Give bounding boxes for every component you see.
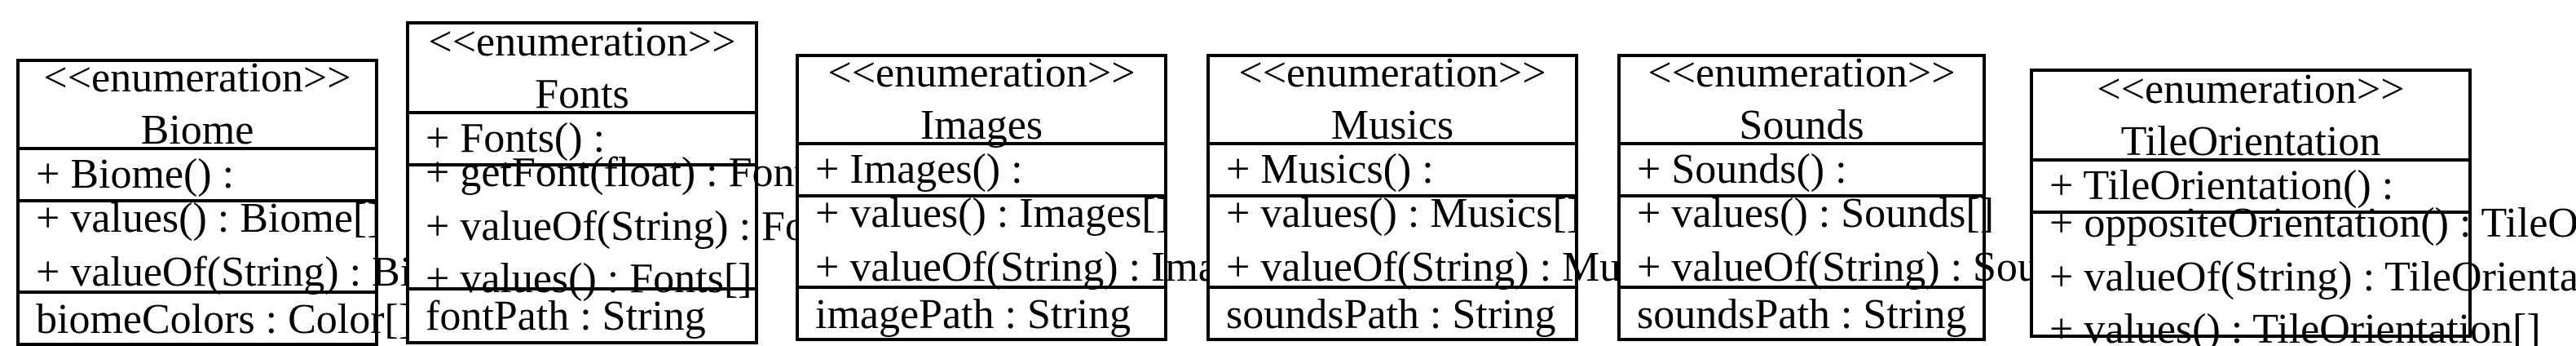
method-item: + values() : Musics[] — [1226, 189, 1581, 237]
constructor-item: + Fonts() : — [426, 113, 606, 162]
method-item: + values() : Biome[] — [36, 194, 382, 242]
method-item: + values() : Sounds[] — [1637, 189, 1995, 237]
stereotype-label: <<enumeration>> — [43, 54, 351, 102]
class-header-sounds: <<enumeration>> Sounds — [1621, 50, 1983, 149]
method-item: + values() : TileOrientation[] — [2049, 305, 2541, 346]
method-compartment-biome: + values() : Biome[] + valueOf(String) :… — [20, 195, 485, 295]
constructor-compartment-sounds: + Sounds() : — [1621, 144, 1983, 197]
method-item: + oppositeOrientation() : TileOrientatio… — [2049, 198, 2576, 246]
method-compartment-tileorientation: + oppositeOrientation() : TileOrientatio… — [2033, 199, 2576, 346]
constructor-item: + Biome() : — [36, 149, 235, 197]
uml-class-biome[interactable]: <<enumeration>> Biome + Biome() : + valu… — [16, 55, 485, 346]
constructor-compartment-musics: + Musics() : — [1210, 144, 1575, 197]
class-header-tileorientation: <<enumeration>> TileOrientation — [2033, 65, 2468, 164]
uml-class-sounds[interactable]: <<enumeration>> Sounds + Sounds() : + va… — [1617, 50, 2097, 343]
stereotype-label: <<enumeration>> — [2097, 64, 2405, 113]
method-item: + valueOf(String) : TileOrientation — [2049, 252, 2576, 300]
method-item: + valueOf(String) : Sounds — [1637, 243, 2098, 291]
constructor-item: + Musics() : — [1226, 144, 1434, 193]
class-name-label: Fonts — [535, 69, 629, 117]
constructor-compartment-biome: + Biome() : — [20, 149, 375, 202]
field-compartment-sounds: soundsPath : String — [1621, 289, 1983, 343]
constructor-compartment-fonts: + Fonts() : — [409, 113, 755, 166]
constructor-item: + TileOrientation() : — [2049, 161, 2394, 209]
uml-class-fonts[interactable]: <<enumeration>> Fonts + Fonts() : + getF… — [406, 18, 856, 344]
class-header-fonts: <<enumeration>> Fonts — [409, 18, 755, 117]
method-compartment-images: + values() : Images[] + valueOf(String) … — [799, 190, 1273, 291]
class-name-label: Images — [920, 101, 1043, 149]
field-item: soundsPath : String — [1226, 291, 1556, 338]
constructor-compartment-tileorientation: + TileOrientation() : — [2033, 161, 2468, 214]
method-item: + values() : Fonts[] — [426, 255, 752, 303]
constructor-item: + Sounds() : — [1637, 144, 1847, 193]
class-name-label: Biome — [140, 106, 254, 153]
class-name-label: TileOrientation — [2120, 117, 2381, 164]
field-compartment-musics: soundsPath : String — [1210, 289, 1575, 343]
class-name-label: Sounds — [1739, 101, 1864, 149]
field-item: soundsPath : String — [1637, 291, 1967, 338]
method-item: + valueOf(String) : Images — [815, 243, 1274, 291]
field-item: imagePath : String — [815, 291, 1131, 338]
field-item: fontPath : String — [426, 292, 706, 339]
class-header-images: <<enumeration>> Images — [799, 50, 1164, 149]
class-header-biome: <<enumeration>> Biome — [20, 55, 375, 153]
class-header-musics: <<enumeration>> Musics — [1210, 50, 1575, 149]
constructor-compartment-images: + Images() : — [799, 144, 1164, 197]
field-item: biomeColors : Color[] — [36, 295, 413, 343]
constructor-item: + Images() : — [815, 144, 1023, 193]
method-compartment-fonts: + getFont(float) : Font + valueOf(String… — [409, 149, 856, 303]
uml-class-images[interactable]: <<enumeration>> Images + Images() : + va… — [796, 50, 1273, 343]
field-compartment-images: imagePath : String — [799, 289, 1164, 343]
stereotype-label: <<enumeration>> — [1238, 49, 1546, 97]
uml-class-tileorientation[interactable]: <<enumeration>> TileOrientation + TileOr… — [2030, 65, 2576, 346]
method-item: + valueOf(String) : Musics — [1226, 243, 1685, 291]
method-item: + values() : Images[] — [815, 189, 1171, 237]
stereotype-label: <<enumeration>> — [428, 17, 736, 65]
stereotype-label: <<enumeration>> — [827, 49, 1136, 97]
class-name-label: Musics — [1330, 101, 1454, 149]
method-item: + getFont(float) : Font — [426, 148, 806, 196]
uml-class-musics[interactable]: <<enumeration>> Musics + Musics() : + va… — [1206, 50, 1684, 343]
method-compartment-sounds: + values() : Sounds[] + valueOf(String) … — [1621, 190, 2097, 291]
stereotype-label: <<enumeration>> — [1647, 49, 1956, 97]
method-item: + valueOf(String) : Biome — [36, 248, 485, 295]
field-compartment-fonts: fontPath : String — [409, 291, 755, 344]
field-compartment-biome: biomeColors : Color[] — [20, 294, 413, 346]
method-compartment-musics: + values() : Musics[] + valueOf(String) … — [1210, 190, 1684, 291]
method-item: + valueOf(String) : Fonts — [426, 202, 856, 250]
